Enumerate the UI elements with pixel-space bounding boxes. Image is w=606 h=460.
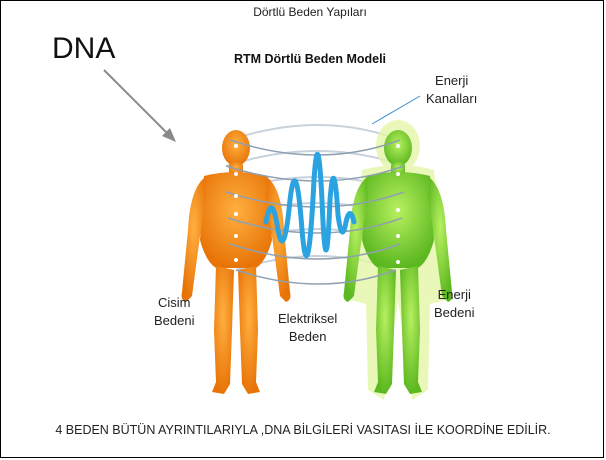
energy-body-line2: Bedeni (434, 304, 474, 322)
diagram-subtitle: Dörtlü Beden Yapıları (0, 5, 606, 19)
electric-body-line1: Elektriksel (278, 310, 337, 328)
energy-channels-line2: Kanalları (426, 90, 477, 108)
diagram-title: RTM Dörtlü Beden Modeli (0, 52, 606, 66)
physical-body-line1: Cisim (154, 294, 194, 312)
energy-body-line1: Enerji (434, 286, 474, 304)
energy-channels-label: Enerji Kanalları (426, 72, 477, 108)
energy-channels-pointer (372, 96, 420, 124)
energy-channels-line1: Enerji (426, 72, 477, 90)
energy-body-label: Enerji Bedeni (434, 286, 474, 322)
electric-body-line2: Beden (278, 328, 337, 346)
physical-body-label: Cisim Bedeni (154, 294, 194, 330)
footer-note: 4 BEDEN BÜTÜN AYRINTILARIYLA ,DNA BİLGİL… (0, 423, 606, 437)
electric-body-label: Elektriksel Beden (278, 310, 337, 346)
physical-body-line2: Bedeni (154, 312, 194, 330)
dna-arrow (104, 70, 176, 142)
